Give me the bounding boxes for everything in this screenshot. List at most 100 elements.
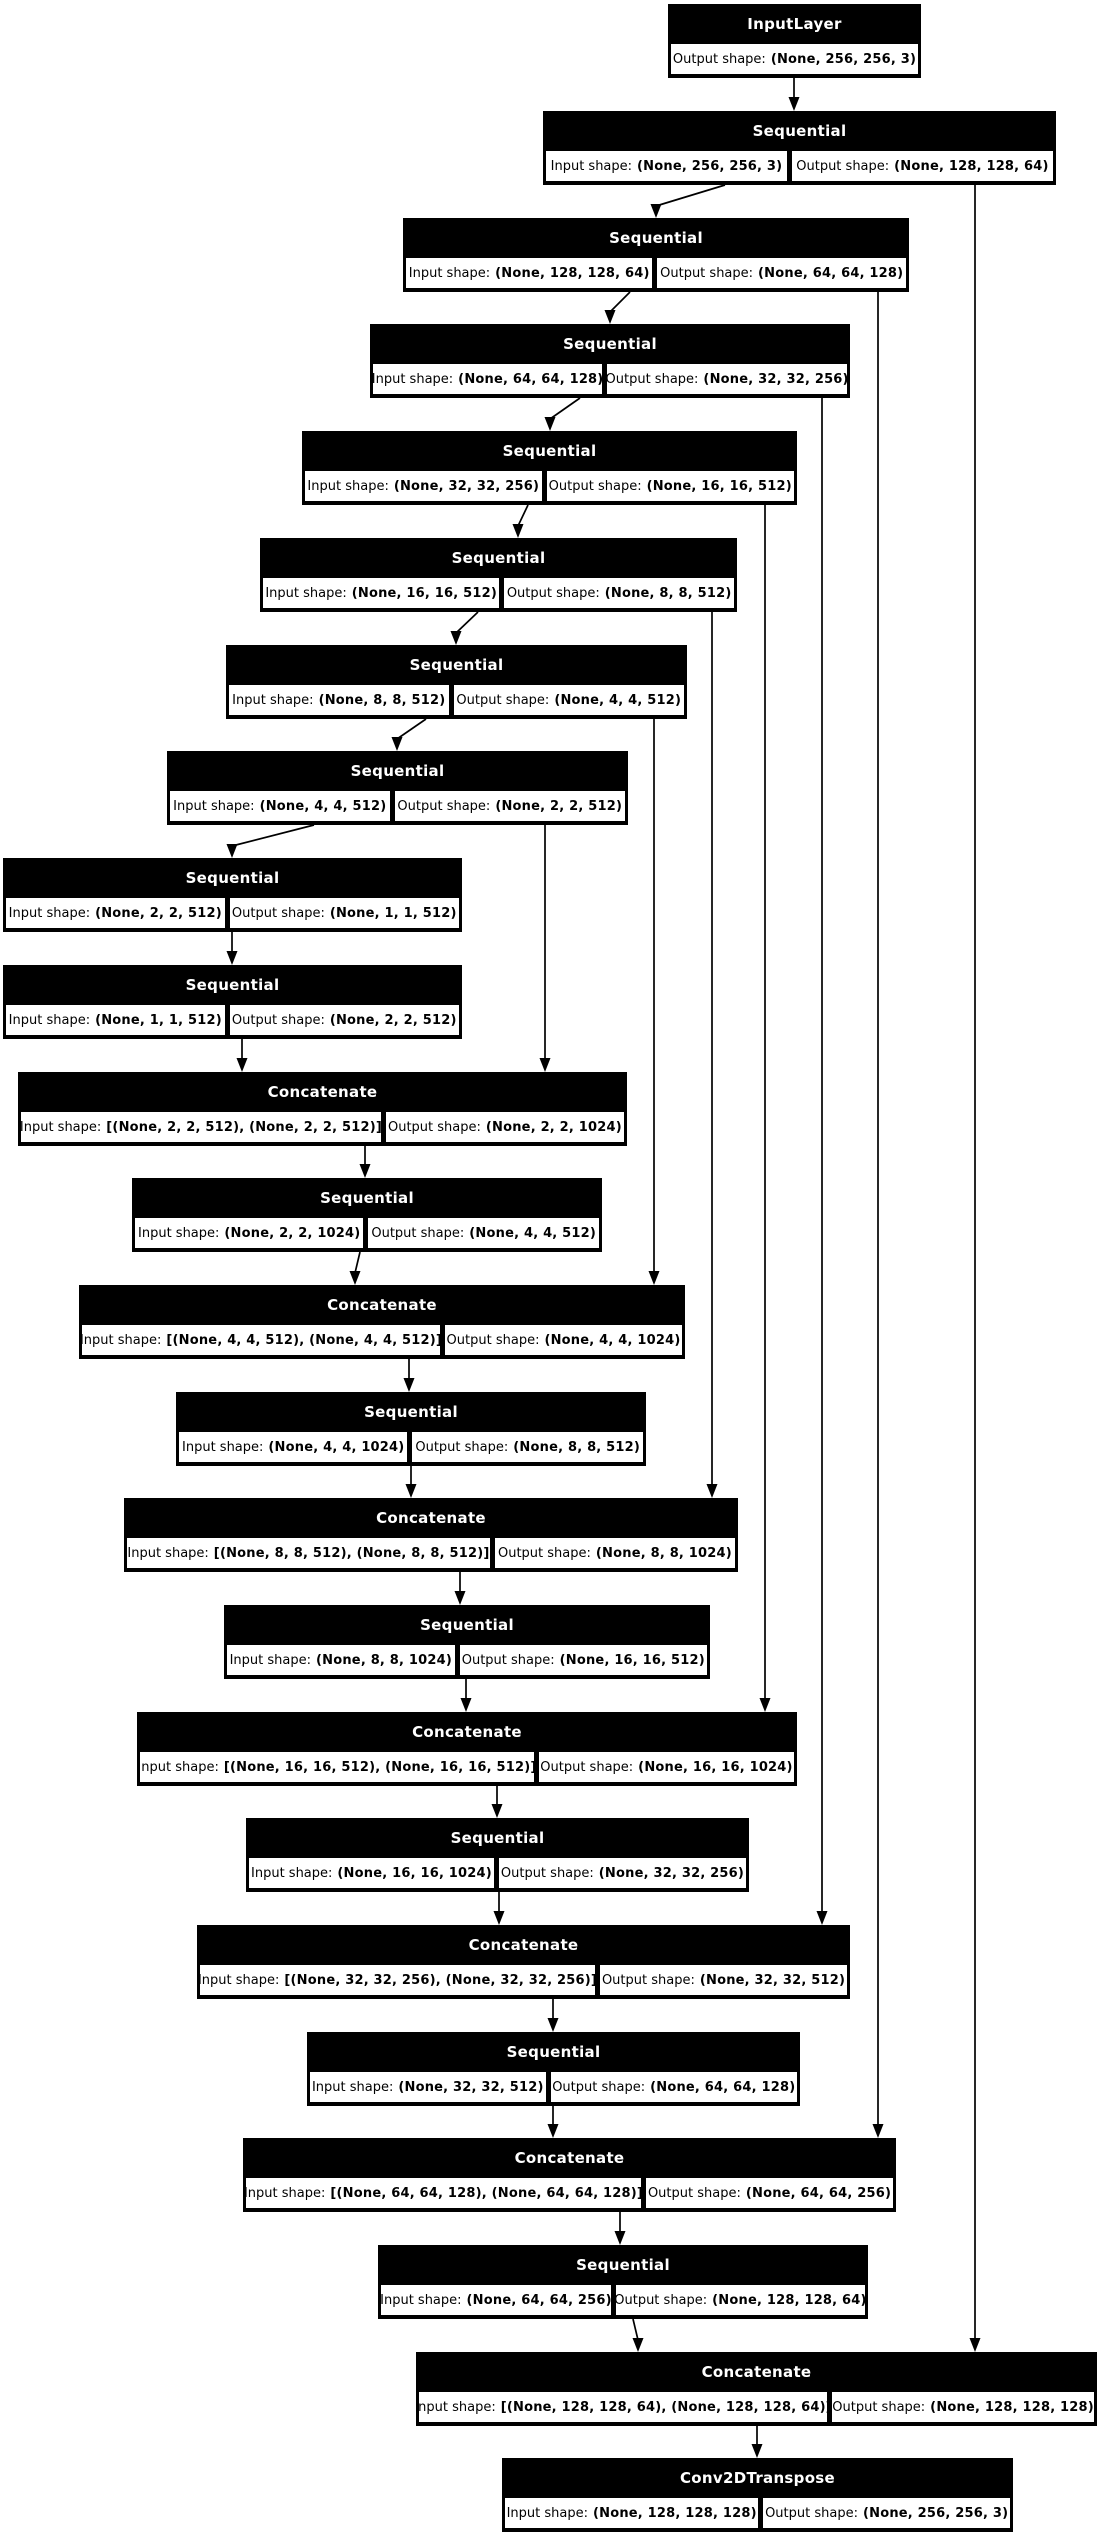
input-shape-value: (None, 256, 256, 3) [637, 158, 783, 174]
layer-title: Sequential [506, 2043, 601, 2061]
input-shape-value: (None, 4, 4, 512) [259, 798, 387, 814]
output-shape-cell: Output shape:(None, 32, 32, 512) [600, 1965, 847, 1995]
output-shape-value: (None, 256, 256, 3) [770, 51, 917, 67]
input-shape-value: (None, 32, 32, 512) [398, 2079, 544, 2095]
output-shape-value: (None, 2, 2, 1024) [485, 1119, 622, 1135]
arrowhead [405, 1484, 417, 1498]
input-shape-label: Input shape: [229, 1652, 311, 1668]
input-shape-cell: Input shape:(None, 8, 8, 1024) [227, 1645, 455, 1675]
layer-title: Conv2DTranspose [679, 2469, 835, 2487]
layer-title: Concatenate [267, 1083, 378, 1101]
input-shape-label: Input shape: [140, 1759, 219, 1775]
layer-shapes-row: Output shape:(None, 256, 256, 3) [668, 44, 921, 78]
input-shape-value: (None, 16, 16, 512) [351, 585, 498, 601]
layer-title: Sequential [420, 1616, 514, 1634]
input-shape-cell: Input shape:[(None, 2, 2, 512), (None, 2… [21, 1112, 381, 1142]
edge-chain-1-2 [655, 184, 726, 207]
input-shape-label: Input shape: [550, 158, 633, 174]
input-shape-label: Input shape: [200, 1972, 280, 1988]
layer-shapes-row: Input shape:(None, 16, 16, 512)Output sh… [260, 578, 737, 612]
output-shape-cell: Output shape:(None, 2, 2, 1024) [385, 1112, 624, 1142]
layer-shapes-row: Input shape:(None, 8, 8, 1024)Output sha… [224, 1645, 710, 1679]
output-shape-cell: Output shape:(None, 8, 8, 512) [504, 578, 734, 608]
output-shape-cell: Output shape:(None, 256, 256, 3) [671, 44, 918, 74]
output-shape-label: Output shape: [540, 1759, 634, 1775]
output-shape-cell: Output shape:(None, 4, 4, 512) [368, 1218, 599, 1248]
output-shape-value: (None, 16, 16, 512) [559, 1652, 705, 1668]
layer-title: Concatenate [701, 2363, 812, 2381]
layer-title: Sequential [185, 869, 280, 887]
arrowhead [236, 1058, 248, 1072]
arrowhead [493, 1911, 505, 1925]
input-shape-value: [(None, 4, 4, 512), (None, 4, 4, 512)] [166, 1332, 441, 1348]
output-shape-value: (None, 64, 64, 256) [745, 2185, 892, 2201]
output-shape-value: (None, 128, 128, 64) [894, 158, 1049, 174]
layer-shapes-row: Input shape:(None, 64, 64, 128)Output sh… [370, 364, 850, 398]
output-shape-cell: Output shape:(None, 16, 16, 512) [459, 1645, 707, 1675]
layer-shapes-row: Input shape:[(None, 2, 2, 512), (None, 2… [18, 1112, 627, 1146]
input-shape-value: (None, 4, 4, 1024) [268, 1439, 405, 1455]
output-shape-value: (None, 64, 64, 128) [758, 265, 904, 281]
input-shape-cell: Input shape:(None, 4, 4, 1024) [179, 1432, 408, 1462]
output-shape-value: (None, 8, 8, 512) [604, 585, 732, 601]
layer-shapes-row: Input shape:(None, 64, 64, 256)Output sh… [378, 2285, 868, 2319]
layer-shapes-row: Input shape:[(None, 32, 32, 256), (None,… [197, 1965, 850, 1999]
input-shape-value: (None, 2, 2, 512) [95, 905, 222, 921]
input-shape-cell: Input shape:[(None, 32, 32, 256), (None,… [200, 1965, 596, 1995]
output-shape-cell: Output shape:(None, 128, 128, 64) [615, 2285, 865, 2315]
output-shape-value: (None, 8, 8, 512) [513, 1439, 641, 1455]
output-shape-value: (None, 128, 128, 128) [930, 2399, 1094, 2415]
output-shape-cell: Output shape:(None, 16, 16, 1024) [538, 1752, 794, 1782]
arrowhead [226, 951, 238, 965]
input-shape-label: Input shape: [8, 1012, 91, 1028]
input-shape-value: (None, 64, 64, 256) [466, 2292, 611, 2308]
arrowhead [759, 1698, 771, 1712]
edge-chain-4-5 [517, 504, 529, 527]
layer-title: Sequential [576, 2256, 670, 2274]
layer-title: Sequential [451, 549, 546, 567]
edge-chain-21-22 [632, 2318, 639, 2341]
layer-title: Concatenate [376, 1509, 486, 1527]
arrowhead [226, 844, 238, 858]
input-shape-label: Input shape: [82, 1332, 162, 1348]
output-shape-value: (None, 16, 16, 512) [646, 478, 792, 494]
input-shape-cell: Input shape:(None, 2, 2, 512) [6, 898, 225, 928]
arrowhead [450, 631, 462, 645]
output-shape-cell: Output shape:(None, 2, 2, 512) [229, 1005, 459, 1035]
input-shape-label: Input shape: [408, 265, 491, 281]
input-shape-value: (None, 8, 8, 512) [318, 692, 446, 708]
input-shape-label: Input shape: [21, 1119, 102, 1135]
output-shape-cell: Output shape:(None, 64, 64, 256) [646, 2178, 893, 2208]
layer-title: Sequential [364, 1403, 458, 1421]
layer-shapes-row: Input shape:(None, 4, 4, 512)Output shap… [167, 791, 628, 825]
input-shape-cell: Input shape:(None, 256, 256, 3) [546, 151, 787, 181]
arrowhead [872, 2124, 884, 2138]
layer-shapes-row: Input shape:(None, 32, 32, 512)Output sh… [307, 2072, 800, 2106]
output-shape-cell: Output shape:(None, 4, 4, 1024) [445, 1325, 682, 1355]
input-shape-label: Input shape: [506, 2505, 588, 2521]
input-shape-cell: Input shape:(None, 16, 16, 1024) [249, 1858, 494, 1888]
edge-chain-2-3 [609, 291, 631, 313]
layer-title: Concatenate [327, 1296, 437, 1314]
layer-title: Sequential [450, 1829, 545, 1847]
output-shape-cell: Output shape:(None, 16, 16, 512) [546, 471, 794, 501]
output-shape-value: (None, 2, 2, 512) [495, 798, 623, 814]
output-shape-cell: Output shape:(None, 128, 128, 128) [832, 2392, 1094, 2422]
output-shape-value: (None, 32, 32, 256) [598, 1865, 745, 1881]
input-shape-cell: Input shape:(None, 16, 16, 512) [263, 578, 500, 608]
arrowhead [547, 2124, 559, 2138]
layer-shapes-row: Input shape:[(None, 4, 4, 512), (None, 4… [79, 1325, 685, 1359]
arrowhead [491, 1804, 503, 1818]
layer-title: Sequential [609, 229, 703, 247]
